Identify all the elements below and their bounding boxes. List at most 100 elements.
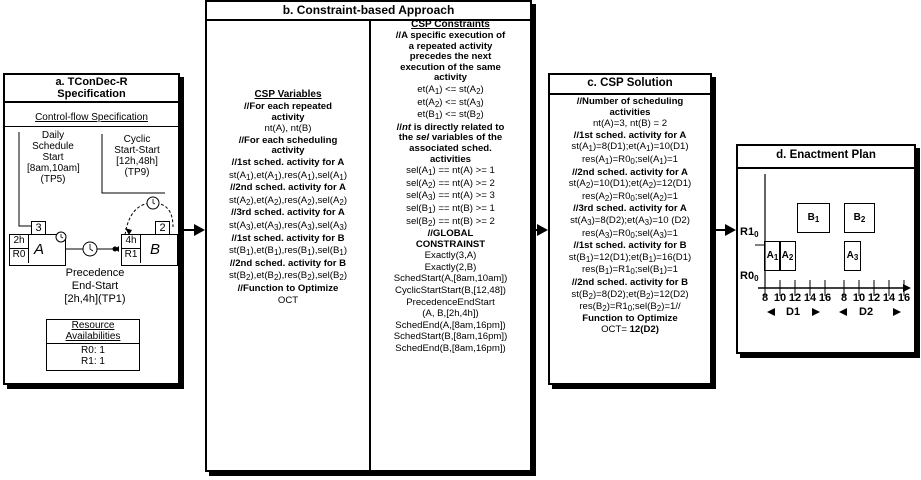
panel-a-title-line2: Specification [57, 88, 126, 100]
resource-title: Resource Availabilities [47, 320, 139, 344]
con-sel-b2: sel(B2) == nt(B) >= 2 [406, 215, 495, 228]
sol-oct: OCT= 12(D2) [601, 324, 659, 336]
bar-a2-label: A [781, 250, 789, 261]
var-1st-b-vals: st(B1),et(B1),res(B1),sel(B1) [228, 245, 348, 258]
csp-variables-column: CSP Variables //For each repeated activi… [207, 90, 369, 305]
panel-b-divider [369, 19, 371, 470]
var-function-optimize: //Function to Optimize [237, 282, 339, 294]
sol-number-comment-2: activities [609, 106, 651, 118]
con-global-1: //GLOBAL [427, 228, 474, 240]
con-schedend-b: SchedEnd(B,[8am,16pm]) [395, 343, 506, 355]
sol-1st-a-times: st(A1)=8(D1);et(A1)=10(D1) [571, 141, 689, 154]
sol-2nd-b: //2nd sched. activity for B [571, 276, 689, 288]
resource-r1: R1: 1 [81, 356, 105, 367]
cyclic-start-start-label: Cyclic Start-Start [12h,48h] (TP9) [107, 135, 167, 178]
activity-b-resource: R1 [122, 249, 141, 263]
con-et-a1: et(A1) <= st(A2) [417, 83, 484, 96]
con-comment-3: precedes the next [409, 51, 492, 63]
sol-3rd-a-res: res(A3)=R00;sel(A3)=1 [581, 227, 678, 240]
con-schedstart-b: SchedStart(B,[8am,16pm]) [393, 331, 508, 343]
cyclic-bracket [101, 134, 165, 194]
con-comment-1: //A specific execution of [395, 30, 506, 41]
row-r1-sub: 0 [754, 230, 759, 239]
csp-constraints-title: CSP Constraints [411, 19, 490, 30]
resource-title-line-2: Availabilities [65, 331, 121, 342]
row-r0-text: R0 [740, 270, 755, 282]
control-flow-separator [5, 126, 178, 127]
gantt-tick-label: 16 [897, 292, 911, 304]
con-exactly-b: Exactly(2,B) [424, 261, 477, 273]
con-precedence-2: (A, B,[2h,4h]) [422, 308, 479, 320]
con-et-b1: et(B1) <= st(B2) [417, 109, 484, 122]
con-nt-comment-1: //nt is directly related to [396, 121, 505, 133]
clock-hands [89, 244, 94, 252]
sol-3rd-a-times: st(A3)=8(D2);et(A3)=10 (D2) [570, 214, 690, 227]
gantt-axes [755, 174, 911, 316]
arrow-a-to-b-head [194, 224, 205, 236]
gantt-tick-label: 8 [761, 292, 769, 304]
bar-a3: A3 [844, 241, 861, 271]
resource-availabilities-box: Resource Availabilities R0: 1 R1: 1 [46, 319, 140, 371]
cyclic-arrowhead [125, 228, 132, 235]
sol-1st-b: //1st sched. activity for B [573, 240, 687, 252]
bar-b1-sub: 1 [814, 215, 820, 224]
var-1st-a: //1st sched. activity for A [231, 156, 345, 168]
gantt-tick-label: 12 [788, 292, 802, 304]
clock-hands [60, 234, 64, 239]
panel-b-title: b. Constraint-based Approach [207, 2, 530, 21]
day-label-d1: D1 [786, 306, 801, 318]
var-2nd-a: //2nd sched. activity for A [230, 182, 346, 194]
sol-1st-b-res: res(B1)=R10;sel(B1)=1 [581, 264, 678, 277]
gantt-x-arrowhead [903, 284, 911, 292]
con-nt-comment-4: activities [429, 153, 472, 165]
sol-3rd-a: //3rd sched. activity for A [573, 203, 687, 215]
resource-title-line-1: Resource [71, 320, 115, 331]
var-1st-b: //1st sched. activity for B [231, 232, 345, 244]
con-cyclic-b: CyclicStartStart(B,[12,48]) [395, 285, 506, 297]
bar-a1-label: A [766, 250, 774, 261]
con-comment-5: activity [433, 72, 468, 84]
panel-a-specification: a. TConDec-R Specification Control-flow … [3, 73, 180, 385]
var-comment-scheduling: //For each scheduling [238, 134, 338, 146]
panel-d-title: d. Enactment Plan [738, 146, 914, 169]
var-nt: nt(A), nt(B) [264, 123, 312, 135]
panel-d-enactment-plan: d. Enactment Plan R10 R00 B1 B2 A1 A2 A3… [736, 144, 916, 354]
con-nt-comment-3: associated sched. [409, 142, 492, 154]
con-sel-a1: sel(A1) == nt(A) >= 1 [406, 165, 495, 178]
daily-line-4: [8am,10am] [27, 163, 80, 174]
var-2nd-a-vals: st(A2),et(A2),res(A2),sel(A2) [228, 194, 348, 207]
sol-2nd-a-times: st(A2)=10(D1);et(A2)=12(D1) [568, 178, 692, 191]
panel-a-connectors [18, 132, 174, 257]
gantt-tick-label: 16 [818, 292, 832, 304]
activity-a-resource: R0 [10, 249, 29, 263]
csp-solution-body: //Number of scheduling activities nt(A)=… [550, 95, 710, 335]
bar-a3-sub: 3 [853, 253, 859, 262]
activity-b-name: B [150, 241, 161, 258]
daily-bracket [18, 132, 31, 227]
row-label-r1: R10 [740, 226, 759, 239]
control-flow-subtitle: Control-flow Specification [35, 112, 148, 123]
day-label-d2: D2 [859, 306, 874, 318]
gantt-tick-label: 10 [852, 292, 866, 304]
activity-a-count: 3 [31, 221, 46, 235]
var-2nd-b-vals: st(B2),et(B2),res(B2),sel(B2) [228, 270, 348, 283]
activity-b-count: 2 [155, 221, 170, 235]
tick-marks [764, 280, 905, 296]
precedence-end-start-label: Precedence End-Start [2h,4h](TP1) [35, 268, 155, 305]
daily-line-2: Schedule [32, 141, 74, 152]
arrow-c-to-d-head [725, 224, 736, 236]
d2-right-arrow [893, 308, 901, 316]
var-2nd-b: //2nd sched. activity for B [229, 257, 347, 269]
activity-a-name: A [34, 241, 45, 258]
sol-2nd-b-res: res(B2)=R10;sel(B2)=1// [579, 301, 681, 314]
d2-left-arrow [839, 308, 847, 316]
cyclic-line-2: Start-Start [114, 145, 160, 156]
con-comment-4: execution of the same [400, 61, 501, 73]
con-exactly-a: Exactly(3,A) [424, 250, 477, 262]
cyclic-line-4: (TP9) [124, 167, 150, 178]
gantt-tick-label: 10 [773, 292, 787, 304]
row-r1-text: R1 [740, 226, 755, 238]
precedence-line-2: End-Start [71, 280, 119, 292]
resource-r0: R0: 1 [81, 345, 105, 356]
